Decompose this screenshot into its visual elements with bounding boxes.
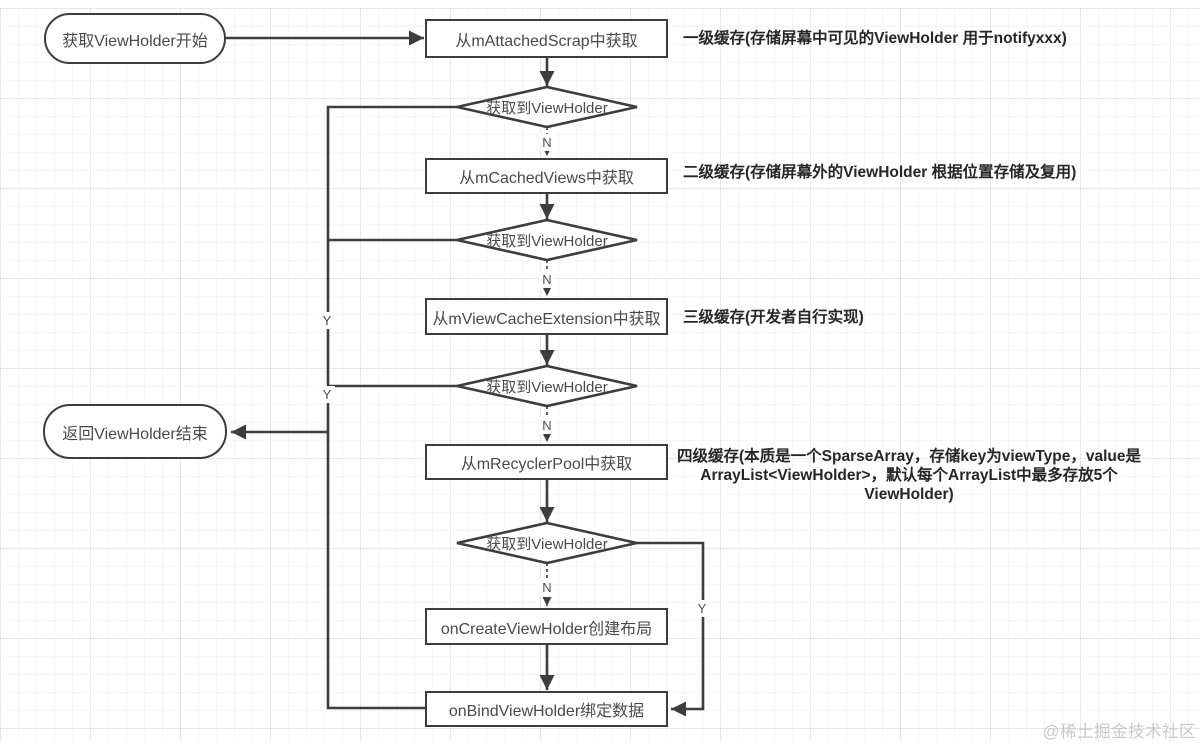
decision-4-label: 获取到ViewHolder: [486, 535, 608, 553]
box-cached-views: 从mCachedViews中获取: [425, 158, 668, 194]
box-on-bind-view-holder-label: onBindViewHolder绑定数据: [448, 703, 645, 720]
branch-label-no-2: N: [539, 271, 555, 288]
decision-diamond-3: [456, 364, 638, 408]
decision-2-label: 获取到ViewHolder: [486, 232, 608, 250]
box-recycler-pool: 从mRecyclerPool中获取: [425, 444, 668, 480]
connector-yes-rail: [326, 105, 457, 710]
box-on-bind-view-holder: onBindViewHolder绑定数据: [425, 691, 668, 727]
decision-3-label: 获取到ViewHolder: [486, 378, 608, 396]
branch-label-no-1: N: [539, 134, 555, 151]
branch-label-yes-right: Y: [694, 600, 710, 617]
branch-label-yes-rail-1: Y: [319, 312, 335, 329]
box-view-cache-extension: 从mViewCacheExtension中获取: [425, 298, 668, 335]
box-on-create-view-holder-label: onCreateViewHolder创建布局: [440, 620, 653, 638]
annotation-level1: 一级缓存(存储屏幕中可见的ViewHolder 用于notifyxxx): [683, 30, 1067, 47]
branch-label-yes-rail-2: Y: [319, 386, 335, 403]
node-start-label: 获取ViewHolder开始: [62, 32, 208, 50]
decision-diamond-4: [456, 521, 638, 565]
node-start: 获取ViewHolder开始: [44, 13, 226, 64]
box-cached-views-label: 从mCachedViews中获取: [459, 170, 634, 187]
node-end: 返回ViewHolder结束: [43, 404, 227, 459]
branch-label-no-4: N: [539, 579, 555, 596]
annotation-level2: 二级缓存(存储屏幕外的ViewHolder 根据位置存储及复用): [683, 164, 1077, 181]
box-on-create-view-holder: onCreateViewHolder创建布局: [425, 608, 668, 645]
decision-diamond-1: [456, 85, 638, 129]
branch-label-no-3: N: [539, 417, 555, 434]
decision-1-label: 获取到ViewHolder: [486, 99, 608, 117]
annotation-level4: 四级缓存(本质是一个SparseArray，存储key为viewType，val…: [677, 448, 1141, 503]
box-recycler-pool-label: 从mRecyclerPool中获取: [460, 456, 633, 473]
box-attached-scrap-label: 从mAttachedScrap中获取: [455, 32, 638, 50]
decision-diamond-2: [456, 218, 638, 262]
connector-decision4-yes-to-onbind: [637, 541, 705, 717]
watermark: @稀土掘金技术社区: [1042, 723, 1196, 741]
node-end-label: 返回ViewHolder结束: [62, 425, 208, 443]
box-view-cache-extension-label: 从mViewCacheExtension中获取: [432, 310, 661, 328]
annotation-level3: 三级缓存(开发者自行实现): [683, 309, 864, 326]
box-attached-scrap: 从mAttachedScrap中获取: [425, 19, 668, 58]
